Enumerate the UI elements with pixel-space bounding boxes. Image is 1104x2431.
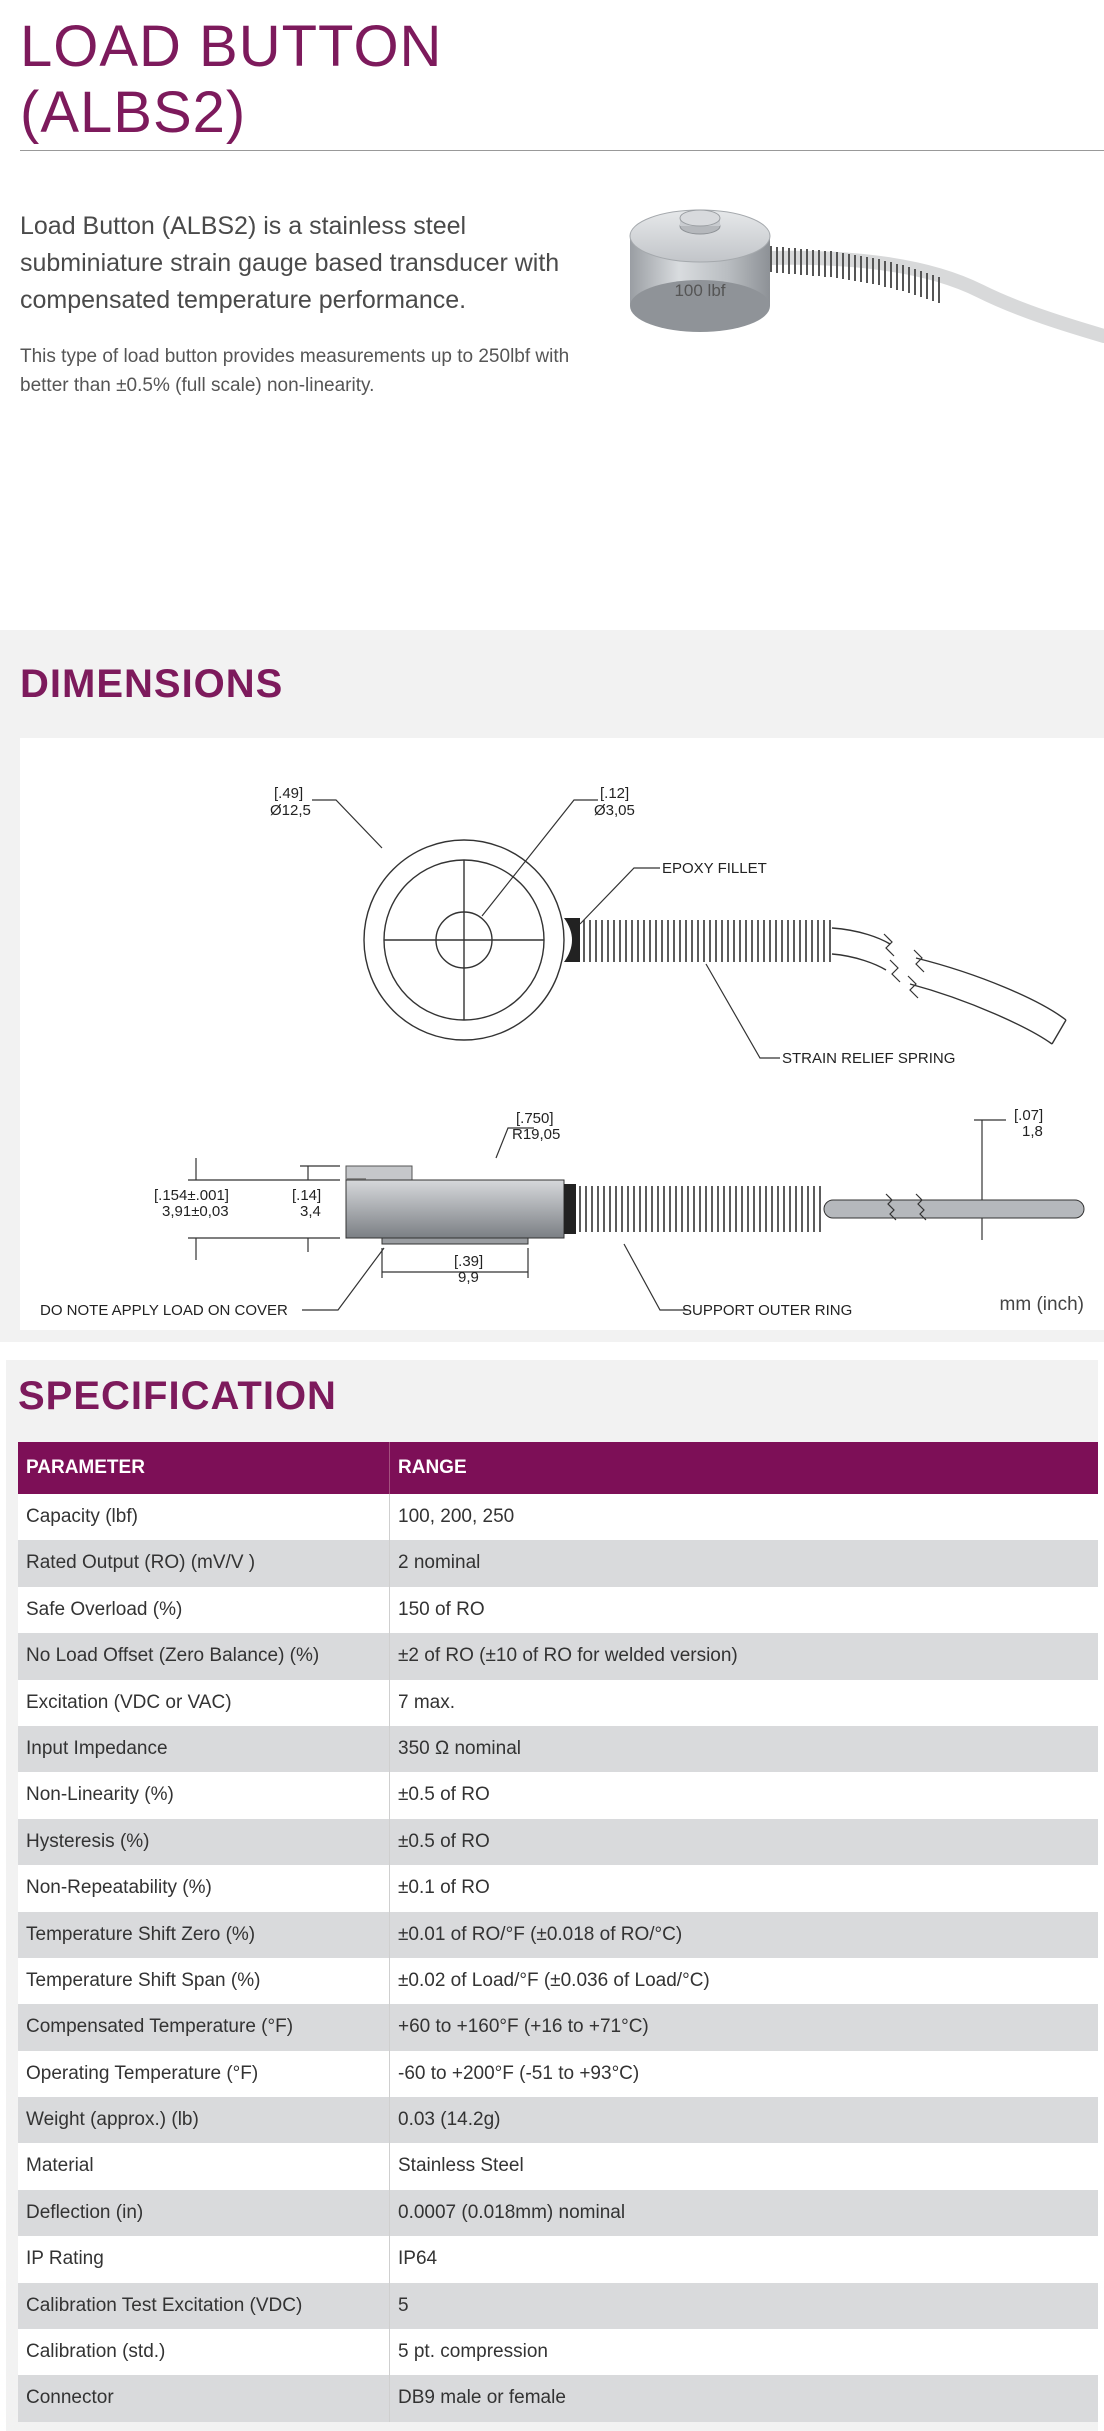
range-cell: 5 (398, 2294, 409, 2316)
dim-radius-mm: R19,05 (512, 1126, 560, 1143)
parameter-cell: IP Rating (18, 2236, 390, 2283)
parameter-cell: Compensated Temperature (°F) (18, 2004, 390, 2051)
dim-height-in: [.154±.001] (154, 1187, 229, 1204)
specification-heading: SPECIFICATION (18, 1374, 337, 1418)
dim-outer-dia-in: [.49] (274, 785, 303, 802)
table-row: Temperature Shift Zero (%) ±0.01 of RO/°F… (18, 1911, 1098, 1958)
table-body: Capacity (lbf) 100, 200, 250 Rated Output… (18, 1494, 1098, 2422)
dim-wire-in: [.07] (1014, 1107, 1043, 1124)
range-cell: 150 of RO (398, 1598, 485, 1620)
product-image: 100 lbf (600, 196, 1104, 356)
parameter-cell: Rated Output (RO) (mV/V ) (18, 1540, 390, 1587)
dimensions-heading: DIMENSIONS (20, 662, 284, 706)
range-cell: ±0.01 of RO/°F (±0.018 of RO/°C) (398, 1923, 683, 1945)
table-row: Non-Linearity (%) ±0.5 of RO (18, 1772, 1098, 1819)
parameter-cell: Capacity (lbf) (18, 1494, 390, 1541)
table-row: Safe Overload (%) 150 of RO (18, 1586, 1098, 1634)
page-title-line1: LOAD BUTTON (20, 14, 443, 79)
range-cell: -60 to +200°F (-51 to +93°C) (398, 2062, 640, 2084)
dim-support-label: SUPPORT OUTER RING (682, 1302, 852, 1319)
table-row: Deflection (in) 0.0007 (0.018mm) nominal (18, 2189, 1098, 2237)
table-row: Temperature Shift Span (%) ±0.02 of Load/… (18, 1957, 1098, 2005)
parameter-cell: Material (18, 2143, 390, 2190)
range-cell: 2 nominal (398, 1552, 481, 1574)
column-header-range: RANGE (398, 1457, 467, 1478)
table-row: Calibration Test Excitation (VDC) 5 (18, 2282, 1098, 2330)
dim-inner-dia-in: [.12] (600, 785, 629, 802)
title-divider (20, 150, 1104, 151)
dim-base-in: [.39] (454, 1253, 483, 1270)
table-row: Weight (approx.) (lb) 0.03 (14.2g) (18, 2097, 1098, 2144)
dimensions-section: DIMENSIONS (0, 630, 1104, 1342)
intro-sub-text: This type of load button provides measur… (20, 346, 570, 396)
range-cell: 350 Ω nominal (398, 1737, 521, 1759)
range-cell: ±0.02 of Load/°F (±0.036 of Load/°C) (398, 1969, 710, 1991)
parameter-cell: Non-Linearity (%) (18, 1772, 390, 1819)
range-cell: ±0.5 of RO (398, 1784, 490, 1806)
specification-section: SPECIFICATION PARAMETER RANGE Capacity (… (6, 1360, 1098, 2431)
range-cell: ±2 of RO (±10 of RO for welded version) (398, 1645, 738, 1667)
dim-inner-dia-mm: Ø3,05 (594, 802, 635, 819)
table-row: Non-Repeatability (%) ±0.1 of RO (18, 1865, 1098, 1912)
dim-cover-note: DO NOTE APPLY LOAD ON COVER (40, 1302, 288, 1319)
table-row: Capacity (lbf) 100, 200, 250 (18, 1494, 1098, 1541)
page-title: LOAD BUTTON (ALBS2) (20, 14, 920, 146)
intro-lead-text: Load Button (ALBS2) is a stainless steel… (20, 212, 560, 314)
range-cell: ±0.5 of RO (398, 1830, 490, 1852)
parameter-cell: Operating Temperature (°F) (18, 2050, 390, 2098)
parameter-cell: Temperature Shift Span (%) (18, 1957, 390, 2005)
range-cell: 100, 200, 250 (398, 1506, 515, 1527)
range-cell: 0.0007 (0.018mm) nominal (398, 2201, 626, 2223)
range-cell: 0.03 (14.2g) (398, 2109, 501, 2131)
dim-outer-dia-mm: Ø12,5 (270, 802, 311, 819)
range-cell: IP64 (398, 2248, 438, 2270)
table-row: Excitation (VDC or VAC) 7 max. (18, 1679, 1098, 1726)
dim-wire-mm: 1,8 (1022, 1123, 1043, 1140)
page-title-line2: (ALBS2) (20, 80, 247, 145)
table-row: Compensated Temperature (°F) +60 to +160°… (18, 2004, 1098, 2051)
parameter-cell: Calibration Test Excitation (VDC) (18, 2282, 390, 2330)
parameter-cell: Non-Repeatability (%) (18, 1865, 390, 1912)
dimensions-unit-note: mm (inch) (999, 1294, 1084, 1315)
dim-radius-in: [.750] (516, 1110, 554, 1127)
table-row: Rated Output (RO) (mV/V ) 2 nominal (18, 1540, 1098, 1587)
dimensions-drawing: [.49] Ø12,5 [.12] Ø3,05 EPOXY FILLET STR… (20, 738, 1104, 1330)
dim-body-in: [.14] (292, 1187, 321, 1204)
parameter-cell: Deflection (in) (18, 2189, 390, 2237)
range-cell: 7 max. (398, 1691, 456, 1713)
range-cell: Stainless Steel (398, 2155, 524, 2177)
table-row: Calibration (std.) 5 pt. compression (18, 2329, 1098, 2376)
parameter-cell: Input Impedance (18, 1725, 390, 1773)
parameter-cell: Weight (approx.) (lb) (18, 2097, 390, 2144)
range-cell: ±0.1 of RO (398, 1877, 490, 1899)
specification-table: PARAMETER RANGE Capacity (lbf) 100, 200, … (18, 1442, 1098, 2422)
table-row: Input Impedance 350 Ω nominal (18, 1725, 1098, 1773)
table-row: Hysteresis (%) ±0.5 of RO (18, 1818, 1098, 1866)
dim-base-mm: 9,9 (458, 1269, 479, 1286)
table-row: Operating Temperature (°F) -60 to +200°F … (18, 2050, 1098, 2098)
parameter-cell: Excitation (VDC or VAC) (18, 1679, 390, 1726)
table-header-row: PARAMETER RANGE (18, 1442, 1098, 1494)
parameter-cell: No Load Offset (Zero Balance) (%) (18, 1633, 390, 1680)
dim-epoxy-label: EPOXY FILLET (662, 860, 767, 877)
parameter-cell: Hysteresis (%) (18, 1818, 390, 1866)
dim-body-mm: 3,4 (300, 1203, 321, 1220)
table-row: IP Rating IP64 (18, 2236, 1098, 2283)
parameter-cell: Temperature Shift Zero (%) (18, 1911, 390, 1958)
range-cell: DB9 male or female (398, 2387, 566, 2409)
parameter-cell: Connector (18, 2375, 390, 2422)
parameter-cell: Calibration (std.) (18, 2329, 390, 2376)
column-header-parameter: PARAMETER (18, 1442, 390, 1494)
range-cell: +60 to +160°F (+16 to +71°C) (398, 2016, 649, 2038)
table-row: No Load Offset (Zero Balance) (%) ±2 of R… (18, 1633, 1098, 1680)
product-capacity-label: 100 lbf (674, 281, 725, 300)
dim-spring-label: STRAIN RELIEF SPRING (782, 1050, 955, 1067)
table-row: Material Stainless Steel (18, 2143, 1098, 2190)
range-cell: 5 pt. compression (398, 2341, 548, 2363)
parameter-cell: Safe Overload (%) (18, 1586, 390, 1634)
dim-height-mm: 3,91±0,03 (162, 1203, 229, 1220)
table-row: Connector DB9 male or female (18, 2375, 1098, 2422)
